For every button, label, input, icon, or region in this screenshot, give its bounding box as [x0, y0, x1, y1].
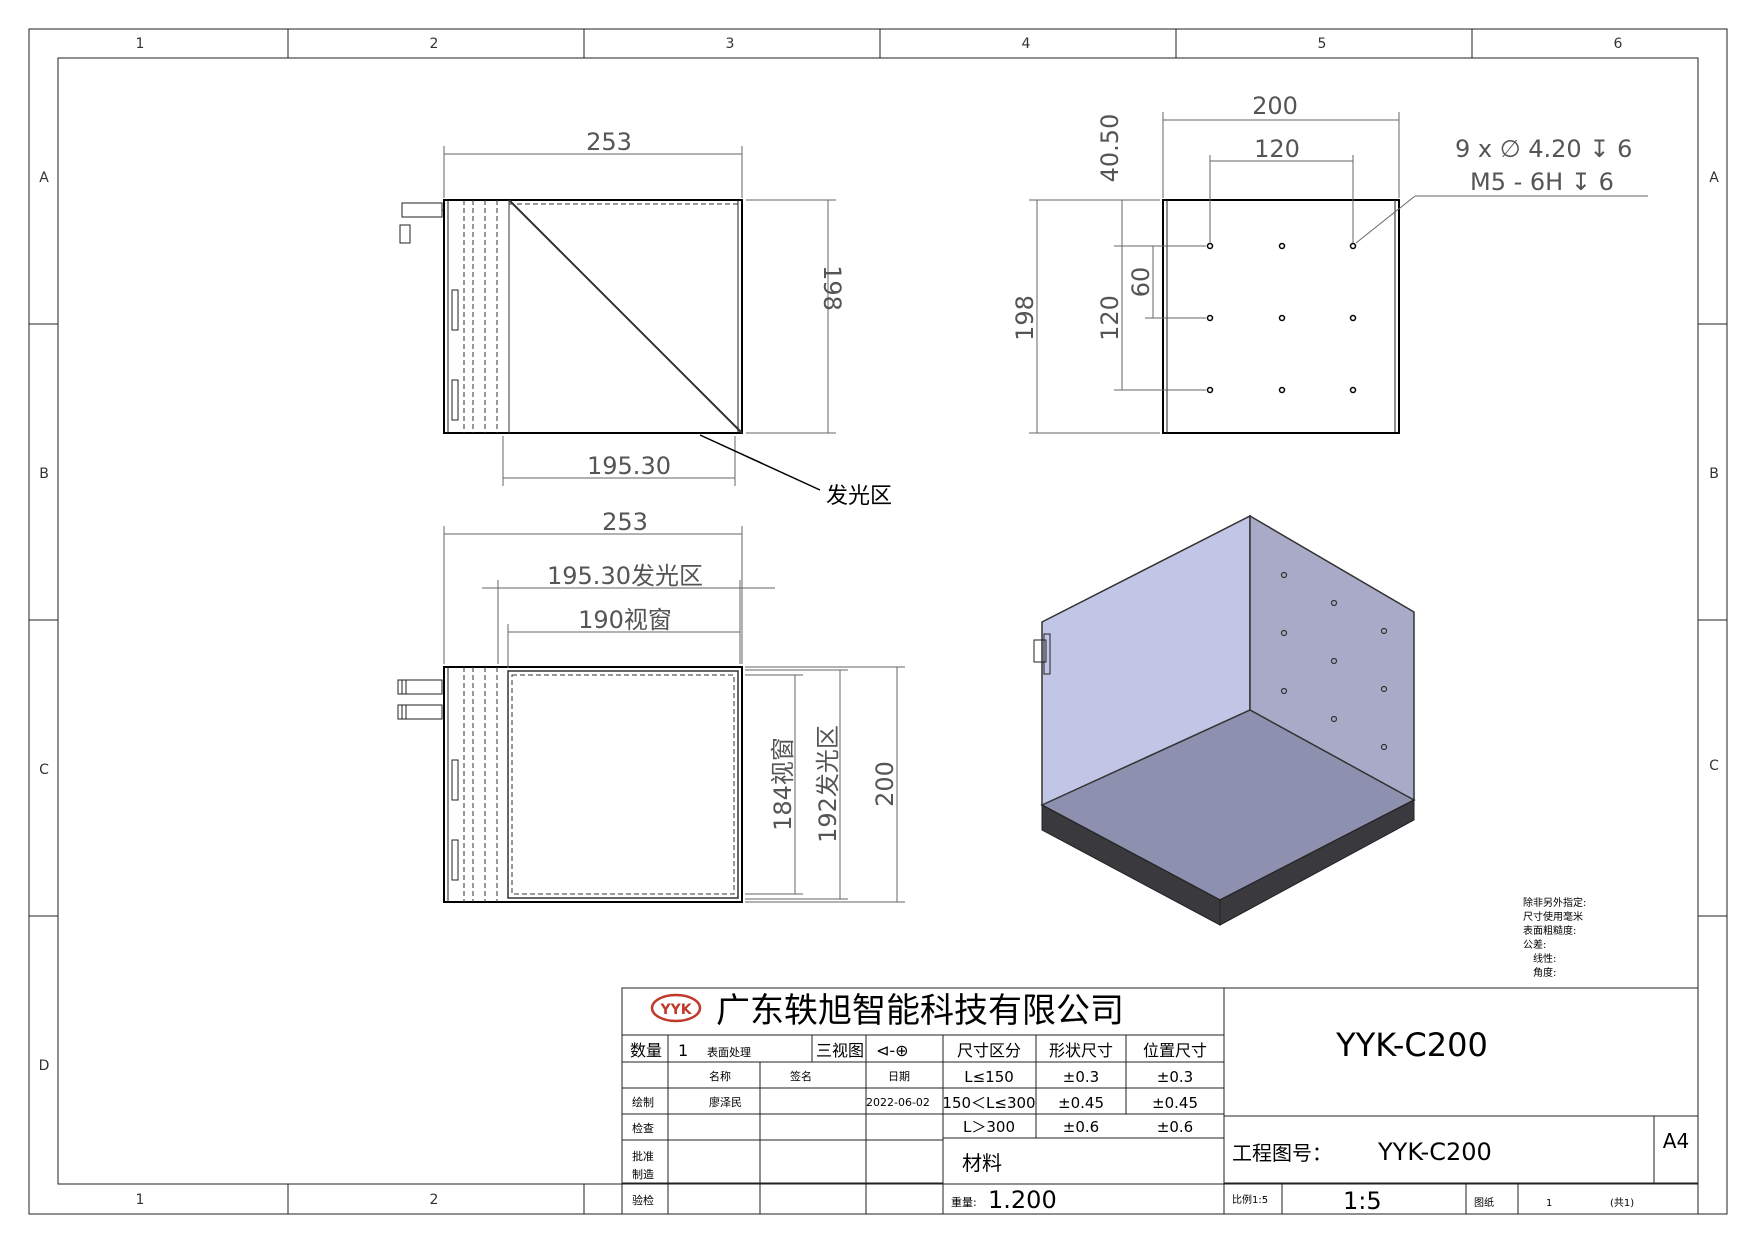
weight-label: 重量: — [951, 1195, 977, 1209]
col-label-5: 5 — [1318, 36, 1327, 52]
front-emit-dim: 195.30 — [587, 452, 671, 480]
iso-bottom-edge-right — [1219, 799, 1415, 926]
drawing-title: YYK-C200 — [1335, 1026, 1488, 1064]
row-label-b: B — [39, 466, 49, 482]
col-label-1-bottom: 1 — [136, 1192, 145, 1208]
surface-label: 表面处理 — [707, 1045, 751, 1059]
col-label-4: 4 — [1022, 36, 1031, 52]
row-label-d: D — [39, 1058, 50, 1074]
row-label-a-right: A — [1709, 170, 1719, 186]
title-block: YYK 广东轶旭智能科技有限公司 数量 1 表面处理 三视图 ⊲-⊕ 名称 签名… — [621, 987, 1699, 1215]
top-window-width: 190视窗 — [578, 606, 672, 634]
drawing-no-label: 工程图号： — [1232, 1141, 1332, 1165]
top-view: 253 195.30发光区 190视窗 184视窗 192发光区 200 — [397, 508, 905, 903]
company-logo-icon — [650, 993, 702, 1023]
grid-labels: 1 2 3 4 5 6 1 2 A B C D A B C — [39, 36, 1720, 1208]
projection-symbol-icon: ⊲-⊕ — [876, 1041, 909, 1060]
drawer-name: 廖泽民 — [709, 1095, 742, 1109]
top-width-dim: 253 — [602, 508, 648, 536]
drawing-no: YYK-C200 — [1377, 1138, 1492, 1166]
tol-row-3-range: L＞300 — [963, 1118, 1015, 1136]
weight-value: 1.200 — [988, 1186, 1057, 1214]
side-view: 200 120 198 120 60 40.50 9 x ∅ 4.20 ↧ 6 … — [1011, 92, 1648, 434]
side-width-120: 120 — [1254, 135, 1300, 163]
row-label-c: C — [39, 762, 49, 778]
front-height-dim: 198 — [818, 265, 846, 311]
scale-value: 1:5 — [1343, 1187, 1382, 1215]
col-label-2: 2 — [430, 36, 439, 52]
check-label: 检查 — [632, 1121, 654, 1135]
scale-label: 比例1:5 — [1232, 1193, 1268, 1206]
side-offset-4050: 40.50 — [1096, 114, 1124, 183]
draw-label: 绘制 — [632, 1095, 654, 1109]
logo-text: YYK — [659, 1002, 692, 1018]
tol-row-2-pos: ±0.45 — [1152, 1094, 1198, 1112]
isometric-view — [1033, 514, 1416, 926]
tol-row-1-shape: ±0.3 — [1063, 1068, 1099, 1086]
sheet-label: 图纸 — [1474, 1196, 1494, 1209]
tol-header-1: 尺寸区分 — [957, 1041, 1021, 1060]
tol-row-3-shape: ±0.6 — [1063, 1118, 1099, 1136]
note-line-6: 角度: — [1533, 966, 1556, 979]
material-label: 材料 — [962, 1151, 1002, 1175]
paper-size: A4 — [1663, 1129, 1689, 1153]
front-width-dim: 253 — [586, 128, 632, 156]
note-line-4: 公差: — [1523, 938, 1546, 951]
hole-note-2: M5 - 6H ↧ 6 — [1470, 168, 1614, 196]
front-view: 253 198 195.30 发光区 — [399, 128, 892, 509]
tol-row-1-pos: ±0.3 — [1157, 1068, 1193, 1086]
tol-row-2-range: 150＜L≤300 — [942, 1094, 1035, 1112]
hole-note-1: 9 x ∅ 4.20 ↧ 6 — [1455, 135, 1632, 163]
side-offset-60: 60 — [1127, 267, 1155, 298]
col-label-3: 3 — [726, 36, 735, 52]
qty-value: 1 — [678, 1041, 688, 1060]
tol-row-2-shape: ±0.45 — [1058, 1094, 1104, 1112]
note-line-1: 除非另外指定: — [1523, 896, 1586, 909]
make-label: 制造 — [632, 1167, 654, 1181]
iso-holes — [1280, 571, 1388, 751]
top-emit-width: 195.30发光区 — [547, 562, 703, 590]
general-notes: 除非另外指定: 尺寸使用毫米 表面粗糙度: 公差: 线性: 角度: — [1523, 896, 1586, 979]
note-line-5: 线性: — [1533, 952, 1556, 965]
col-label-1: 1 — [136, 36, 145, 52]
col-label-2-bottom: 2 — [430, 1192, 439, 1208]
qty-label: 数量 — [630, 1041, 662, 1060]
sign-label: 签名 — [790, 1069, 812, 1083]
tol-header-2: 形状尺寸 — [1049, 1041, 1113, 1060]
note-line-2: 尺寸使用毫米 — [1523, 910, 1583, 923]
side-width-200: 200 — [1252, 92, 1298, 120]
row-label-b-right: B — [1709, 466, 1719, 482]
tol-header-3: 位置尺寸 — [1143, 1041, 1207, 1060]
company-name: 广东轶旭智能科技有限公司 — [716, 991, 1124, 1031]
date-label: 日期 — [888, 1070, 910, 1083]
inspect-label: 验检 — [632, 1193, 654, 1207]
tol-row-1-range: L≤150 — [964, 1068, 1014, 1086]
top-height-dim: 200 — [871, 761, 899, 807]
row-label-a: A — [39, 170, 49, 186]
grid-dividers — [29, 29, 1727, 1214]
side-height-120: 120 — [1096, 295, 1124, 341]
emit-area-callout: 发光区 — [826, 484, 892, 509]
draw-date: 2022-06-02 — [866, 1096, 930, 1109]
top-window-height: 184视窗 — [769, 737, 797, 831]
side-height-198: 198 — [1011, 295, 1039, 341]
row-label-c-right: C — [1709, 758, 1719, 774]
sheet-no: 1 — [1546, 1198, 1552, 1209]
tol-row-3-pos: ±0.6 — [1157, 1118, 1193, 1136]
top-emit-height: 192发光区 — [814, 725, 842, 843]
inner-frame — [57, 57, 1699, 1185]
sheet-total: (共1) — [1610, 1197, 1634, 1209]
name-label: 名称 — [709, 1069, 731, 1083]
col-label-6: 6 — [1614, 36, 1623, 52]
view-label: 三视图 — [816, 1041, 864, 1060]
note-line-3: 表面粗糙度: — [1523, 924, 1576, 937]
approve-label: 批准 — [632, 1149, 654, 1163]
